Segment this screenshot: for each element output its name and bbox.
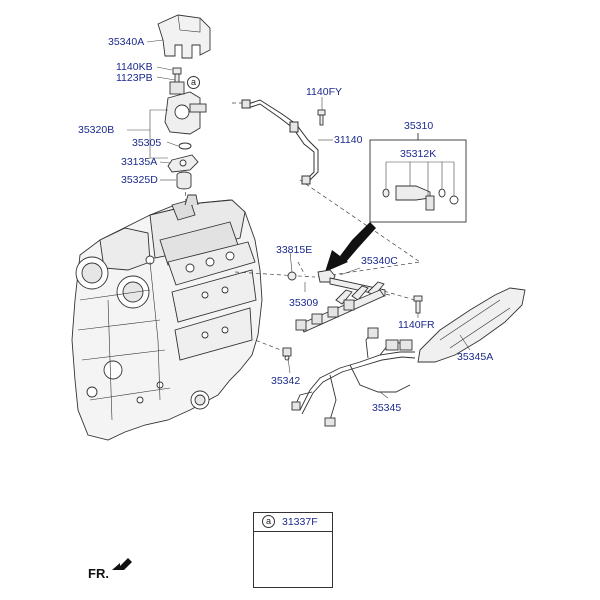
label-35305[interactable]: 35305 [132,137,162,149]
label-35340C[interactable]: 35340C [361,255,398,267]
part-33135A-gasket[interactable] [167,154,199,173]
label-leaders [127,39,471,399]
label-35342[interactable]: 35342 [271,375,301,387]
label-35340A[interactable]: 35340A [108,36,145,48]
label-35345A[interactable]: 35345A [457,351,494,363]
part-35340C-fuel-rail[interactable] [295,269,386,333]
part-1140FY-bolt[interactable] [317,109,326,126]
engine-block[interactable] [71,194,263,441]
label-35345[interactable]: 35345 [372,402,402,414]
arrow-to-rail [325,222,376,272]
label-35312K[interactable]: 35312K [400,148,437,160]
inset-detail-box: a 31337F [253,512,333,588]
label-33815E[interactable]: 33815E [276,244,313,256]
label-31140[interactable]: 31140 [334,134,363,146]
part-35325D-tappet[interactable] [176,171,192,190]
front-direction-label: FR. [88,566,109,581]
part-1140FR-bolt[interactable] [413,295,423,314]
part-35305-oring[interactable] [178,142,192,150]
part-31140-fuel-pipe[interactable] [241,99,319,185]
label-1140KB[interactable]: 1140KB [116,61,153,73]
part-33815E-sensor[interactable] [287,271,297,281]
kit-leader-lines [385,161,455,196]
label-1140FR[interactable]: 1140FR [398,319,435,331]
part-35345-wiring-harness[interactable] [291,327,416,427]
label-1123PB[interactable]: 1123PB [116,72,153,84]
part-35342-sensor[interactable] [282,347,292,361]
part-35345A-heat-shield[interactable] [417,287,526,363]
injector-kit-box[interactable] [369,133,467,223]
inset-callout-circle-icon: a [262,515,275,528]
front-direction-arrow-icon [112,558,132,570]
label-35310[interactable]: 35310 [404,120,434,132]
label-35320B[interactable]: 35320B [78,124,115,136]
label-33135A[interactable]: 33135A [121,156,158,168]
label-31337F[interactable]: 31337F [282,516,318,528]
inset-header [254,513,332,532]
callout-circle-icon[interactable]: a [187,76,200,89]
part-35340A-cover[interactable] [157,14,211,59]
label-35325D[interactable]: 35325D [121,174,158,186]
label-35309[interactable]: 35309 [289,297,319,309]
part-35312K-injector-kit[interactable] [382,185,459,211]
part-35320B-pump[interactable] [164,81,207,135]
label-1140FY[interactable]: 1140FY [306,86,342,98]
